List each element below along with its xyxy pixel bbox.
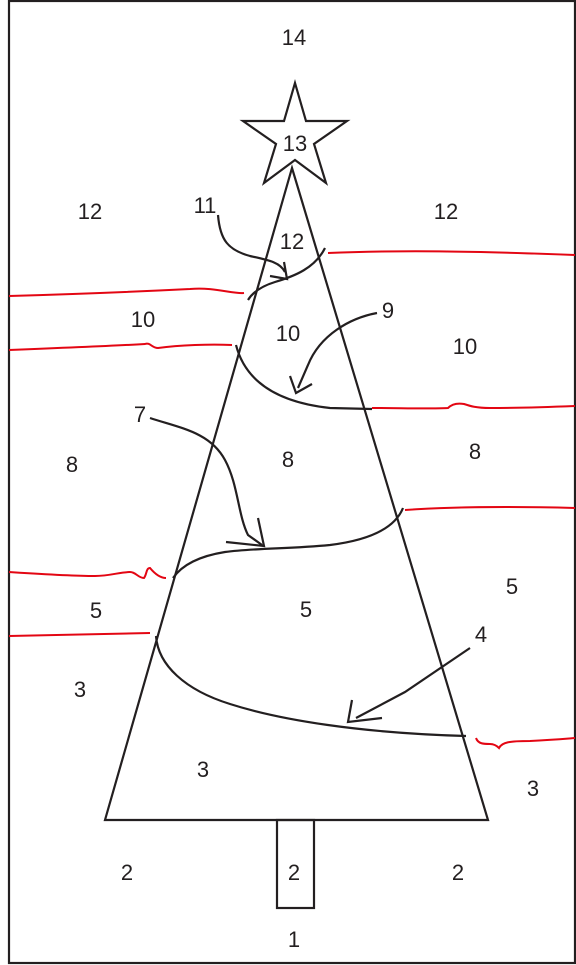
page-frame: [7, 0, 576, 965]
label-upper-right-12: 12: [434, 199, 458, 224]
label-trunk-2: 2: [288, 860, 300, 885]
label-arrow-9: 9: [382, 298, 394, 323]
label-left-10: 10: [131, 307, 155, 332]
label-bottom-1: 1: [288, 927, 300, 952]
label-arrow-11: 11: [194, 193, 217, 218]
label-base-left-2: 2: [121, 860, 133, 885]
label-arrow-7: 7: [134, 402, 146, 427]
label-tree-5: 5: [300, 597, 312, 622]
arrow-11: [216, 214, 289, 281]
region-border-right-10: [371, 402, 576, 410]
label-left-3: 3: [74, 677, 86, 702]
label-base-right-2: 2: [452, 860, 464, 885]
label-left-5: 5: [90, 598, 102, 623]
region-border-right-8: [404, 505, 576, 511]
region-border-right-12: [327, 250, 576, 256]
garland-upper: [234, 344, 373, 411]
star-icon: [239, 79, 351, 186]
tree-trunk: [275, 818, 316, 910]
arrow-9: [288, 311, 378, 395]
region-border-right-3: [475, 737, 576, 750]
label-tree-12: 12: [280, 229, 304, 254]
label-tree-8: 8: [282, 447, 294, 472]
garland-lower: [154, 635, 467, 738]
label-left-8: 8: [66, 452, 78, 477]
label-tree-10: 10: [276, 321, 300, 346]
label-right-5: 5: [506, 574, 518, 599]
label-upper-left-12: 12: [78, 199, 102, 224]
region-border-left-5: [8, 632, 151, 637]
tree-triangle: [103, 164, 490, 822]
region-border-left-12: [8, 287, 245, 297]
garland-top: [247, 247, 326, 301]
arrow-7: [149, 416, 266, 548]
label-arrow-4: 4: [475, 622, 487, 647]
label-right-10: 10: [453, 334, 477, 359]
label-star-13: 13: [283, 131, 307, 156]
arrow-4: [346, 647, 471, 724]
label-right-3: 3: [527, 776, 539, 801]
garland-middle: [172, 507, 405, 579]
label-14: 14: [282, 25, 306, 50]
region-border-left-10: [8, 342, 233, 351]
label-right-8: 8: [469, 439, 481, 464]
label-tree-3: 3: [197, 757, 209, 782]
region-border-left-8: [8, 566, 167, 580]
